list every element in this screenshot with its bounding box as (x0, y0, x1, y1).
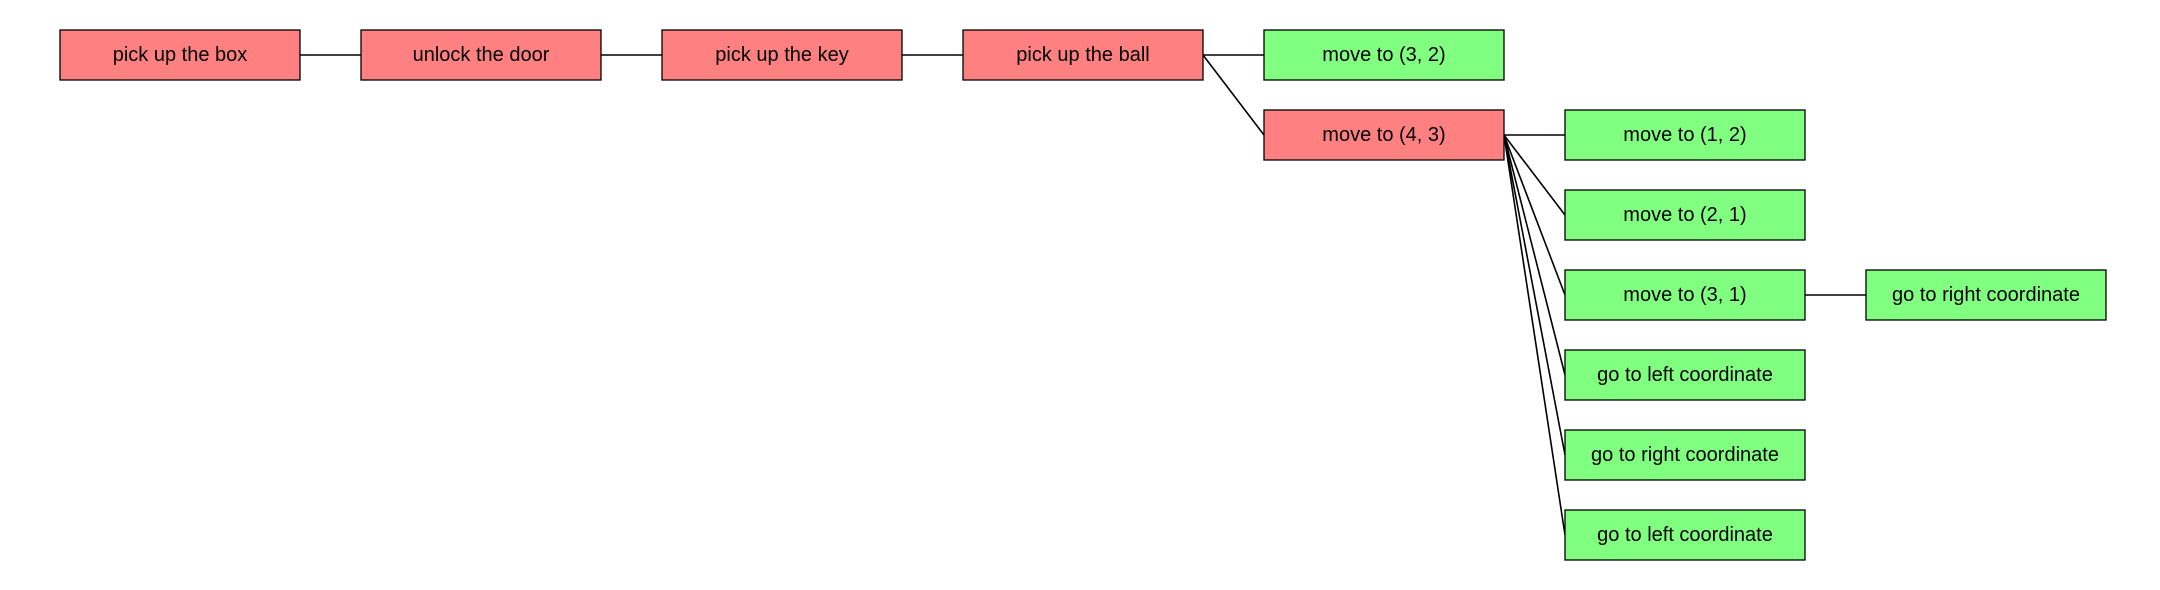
node-box-green (1564, 349, 1806, 401)
tree-node-n13: go to left coordinate (1564, 509, 1806, 561)
tree-node-n7: move to (1, 2) (1564, 109, 1806, 161)
node-label: unlock the door (413, 44, 550, 66)
node-label: move to (1, 2) (1623, 124, 1746, 146)
tree-node-n10: go to right coordinate (1865, 269, 2107, 321)
edge-n6-n8 (1503, 134, 1566, 216)
node-box-green (1564, 509, 1806, 561)
edges-layer (300, 54, 1866, 536)
tree-node-n9: move to (3, 1) (1564, 269, 1806, 321)
node-box-green (1564, 109, 1806, 161)
node-box-red (1263, 109, 1505, 161)
node-label: pick up the ball (1016, 44, 1149, 66)
edge-n6-n11 (1503, 134, 1566, 376)
edge-n6-n12 (1503, 134, 1566, 456)
edge-n4-n6 (1202, 54, 1265, 136)
tree-node-n2: unlock the door (360, 29, 602, 81)
tree-node-n3: pick up the key (661, 29, 903, 81)
tree-node-n12: go to right coordinate (1564, 429, 1806, 481)
node-box-red (661, 29, 903, 81)
tree-node-n6: move to (4, 3) (1263, 109, 1505, 161)
node-label: go to right coordinate (1591, 444, 1779, 466)
node-label: move to (3, 2) (1322, 44, 1445, 66)
node-box-red (360, 29, 602, 81)
node-box-green (1564, 269, 1806, 321)
node-label: pick up the box (113, 44, 248, 66)
node-box-green (1564, 429, 1806, 481)
edge-n6-n13 (1503, 134, 1566, 536)
node-label: move to (4, 3) (1322, 124, 1445, 146)
nodes-layer: pick up the box unlock the door pick up th… (59, 29, 2107, 561)
node-label: move to (3, 1) (1623, 284, 1746, 306)
node-label: move to (2, 1) (1623, 204, 1746, 226)
node-label: go to left coordinate (1597, 364, 1773, 386)
tree-node-n1: pick up the box (59, 29, 301, 81)
edge-n6-n9 (1503, 134, 1566, 296)
node-box-green (1263, 29, 1505, 81)
tree-node-n5: move to (3, 2) (1263, 29, 1505, 81)
node-label: pick up the key (715, 44, 848, 66)
node-box-red (962, 29, 1204, 81)
node-label: go to left coordinate (1597, 524, 1773, 546)
tree-node-n11: go to left coordinate (1564, 349, 1806, 401)
tree-node-n4: pick up the ball (962, 29, 1204, 81)
node-box-green (1865, 269, 2107, 321)
node-box-red (59, 29, 301, 81)
node-box-green (1564, 189, 1806, 241)
tree-node-n8: move to (2, 1) (1564, 189, 1806, 241)
node-label: go to right coordinate (1892, 284, 2080, 306)
